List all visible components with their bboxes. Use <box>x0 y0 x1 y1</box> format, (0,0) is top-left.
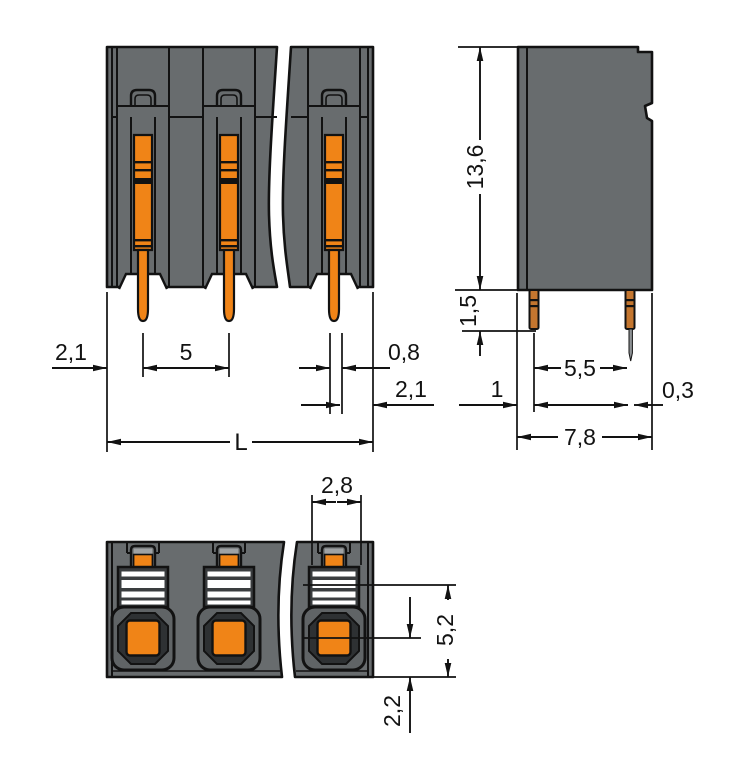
front-dimensions: 2,1 5 0,8 2,1 L <box>52 292 434 456</box>
dim-front-left-offset: 2,1 <box>52 339 107 372</box>
dim-side-housing-depth: 7,8 <box>517 424 652 450</box>
bottom-view <box>105 540 375 679</box>
bottom-dimensions: 2,8 5,2 2,2 <box>303 472 458 733</box>
side-view <box>516 45 654 362</box>
side-dimensions: 13,6 1,5 1 5,5 0,3 7,8 <box>455 46 694 450</box>
side-pins-group <box>528 289 636 362</box>
side-pin-left <box>528 289 540 330</box>
dim-bottom-clamp-depth: 5,2 <box>432 585 458 677</box>
dim-front-right-offset: 2,1 <box>301 376 434 409</box>
dim-bottom-clamp-depth-label: 5,2 <box>432 614 458 646</box>
front-view <box>105 45 375 323</box>
dim-front-pin-width-label: 0,8 <box>388 339 420 365</box>
front-housing-left-piece <box>105 45 279 289</box>
dim-side-pin-span: 5,5 <box>534 355 627 381</box>
dim-front-left-offset-label: 2,1 <box>55 339 87 365</box>
dim-bottom-clamp-offset: 2,2 <box>379 597 414 733</box>
dim-side-pin-protrusion-label: 1,5 <box>455 295 481 327</box>
dim-side-housing-height: 13,6 <box>462 47 488 290</box>
dim-bottom-opening-width-label: 2,8 <box>321 472 353 498</box>
dim-bottom-clamp-offset-label: 2,2 <box>379 695 405 727</box>
dim-front-pin-width: 0,8 <box>299 339 420 372</box>
dim-bottom-opening-width: 2,8 <box>312 472 361 506</box>
side-pin-right-tail <box>628 328 633 362</box>
dim-side-housing-depth-label: 7,8 <box>564 424 596 450</box>
dim-side-pin-span-label: 5,5 <box>564 355 596 381</box>
dim-front-right-offset-label: 2,1 <box>395 376 427 402</box>
dim-side-pin-protrusion: 1,5 <box>455 295 484 356</box>
dim-front-total-length-label: L <box>234 429 247 456</box>
dim-front-pin-pitch: 5 <box>143 339 229 372</box>
dim-side-left-offset: 1 <box>459 376 517 409</box>
bottom-poles-group <box>110 541 367 672</box>
dim-front-total-length: L <box>107 429 373 456</box>
dim-side-pin-thickness: 0,3 <box>534 377 694 409</box>
side-housing <box>516 45 654 292</box>
dim-front-pin-pitch-label: 5 <box>180 339 193 365</box>
dim-side-housing-height-label: 13,6 <box>462 145 488 190</box>
front-inner-edges <box>111 48 369 287</box>
dim-side-pin-thickness-label: 0,3 <box>662 377 694 403</box>
dim-side-left-offset-label: 1 <box>491 376 504 402</box>
side-pin-right <box>624 289 636 330</box>
